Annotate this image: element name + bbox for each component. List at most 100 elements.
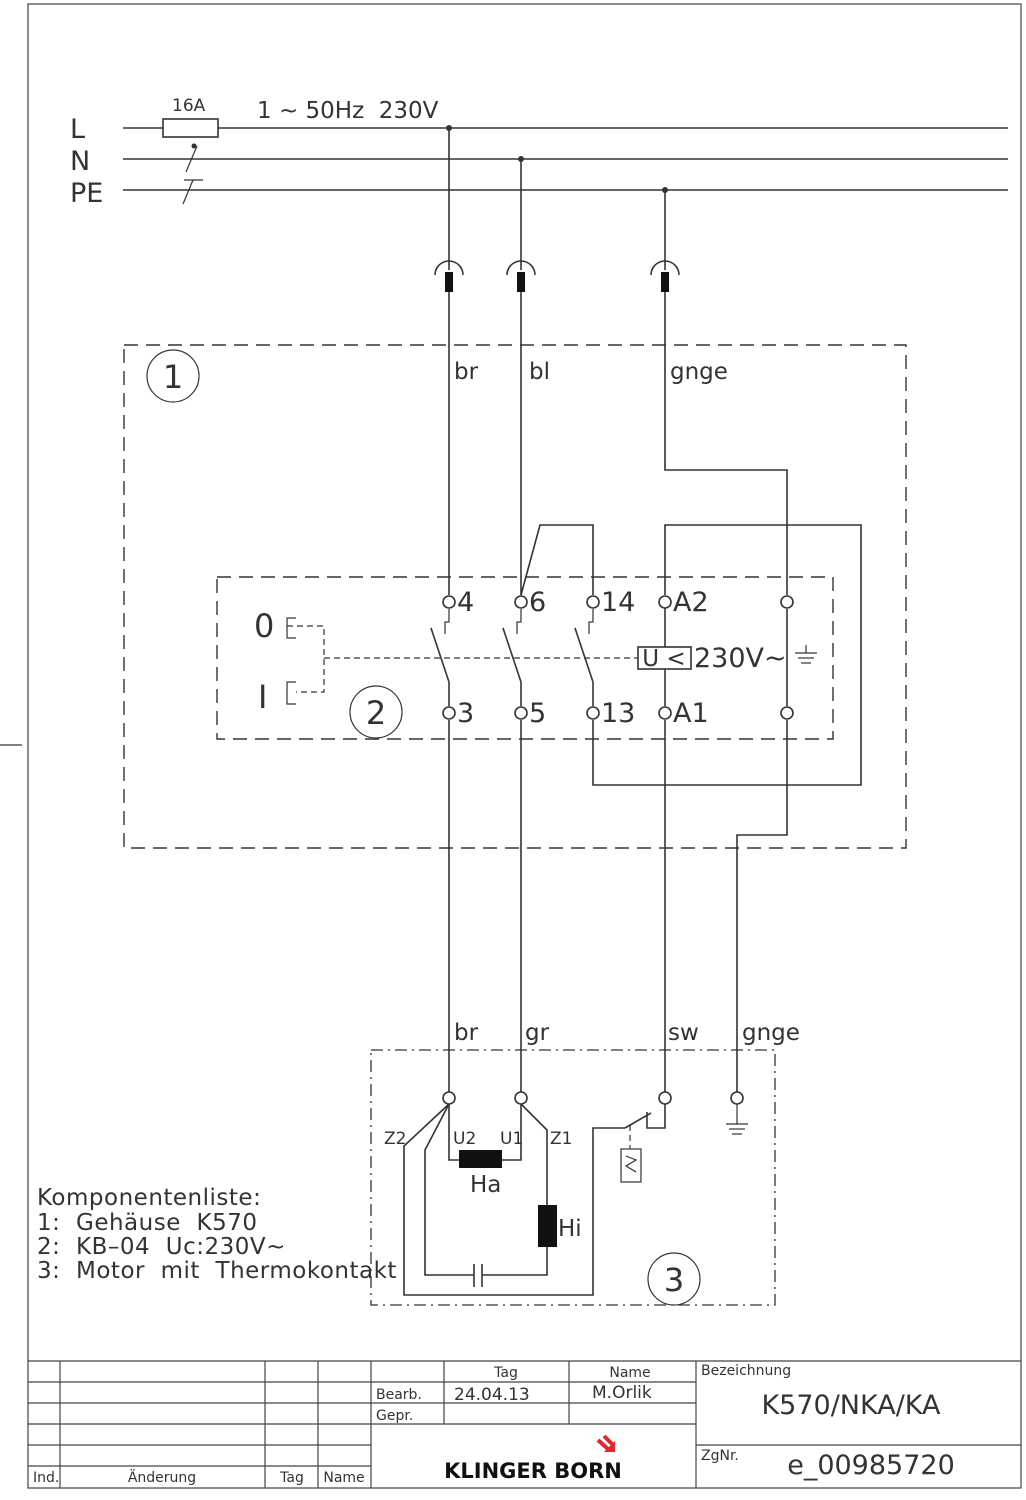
housing-wire-label: bl: [529, 359, 550, 385]
housing-wire-label: gnge: [670, 359, 728, 385]
terminal-label: 5: [529, 698, 546, 729]
disconnect-mark-n: [185, 145, 198, 173]
terminal-label: A1: [673, 698, 709, 729]
bearb-label: Bearb.: [376, 1387, 422, 1403]
terminal-label: 4: [457, 587, 474, 618]
bezeichnung-value: K570/NKA/KA: [761, 1390, 941, 1421]
relay-voltage: 230V~: [694, 643, 787, 674]
terminal: [658, 706, 672, 720]
zgnr-value: e_00985720: [787, 1450, 955, 1481]
component-list: Komponentenliste: 1: Gehäuse K570 2: KB–…: [37, 1185, 397, 1284]
title-block: Tag Name Bearb. Gepr. 24.04.13 M.Orlik B…: [28, 1360, 1021, 1488]
component-item: 2: KB–04 Uc:230V~: [37, 1234, 286, 1260]
switch-linkage: [287, 625, 325, 693]
motor-wire-label: br: [454, 1020, 479, 1046]
component-item: 1: Gehäuse K570: [37, 1210, 257, 1236]
housing-wire-label: br: [454, 359, 479, 385]
terminal: [730, 1091, 744, 1105]
zgnr-label: ZgNr.: [701, 1448, 739, 1464]
winding-label: Z1: [550, 1129, 572, 1149]
switch-position-on: I: [258, 678, 267, 716]
switch-number: 2: [366, 694, 386, 732]
switch-number-circle: [349, 685, 403, 739]
line-label-n: N: [70, 146, 90, 177]
aux-winding-label: Hi: [558, 1216, 582, 1242]
component-item: 3: Motor mit Thermokontakt: [37, 1258, 397, 1284]
terminal-label: 3: [457, 698, 474, 729]
plug-icon: [650, 260, 680, 276]
main-winding: [459, 1150, 502, 1168]
ground-icon: [726, 1104, 748, 1135]
terminal: [514, 706, 528, 720]
plug-connectors: [434, 128, 680, 292]
company-logo-icon: [596, 1434, 616, 1452]
relay-label: U <: [642, 646, 685, 672]
motor-number-circle: [647, 1252, 701, 1306]
housing-number-circle: [146, 349, 200, 403]
plug-icon: [434, 260, 464, 276]
winding-label: U1: [500, 1129, 523, 1149]
thermostat-icon: [624, 1155, 638, 1173]
terminal: [586, 706, 600, 720]
winding-label: Z2: [384, 1129, 406, 1149]
motor-number: 3: [664, 1261, 684, 1299]
component-list-heading: Komponentenliste:: [37, 1185, 261, 1211]
disconnect-dot: [191, 143, 197, 149]
terminal: [514, 595, 528, 609]
bezeichnung-label: Bezeichnung: [701, 1363, 791, 1379]
rev-col-name: Name: [323, 1470, 364, 1486]
rev-col-change: Änderung: [128, 1468, 196, 1486]
switch-box: 2 0 I 4 6 14 A2 3 5 13 A1 U <: [216, 576, 834, 740]
switch-actuator: [286, 617, 296, 639]
aux-winding: [538, 1205, 557, 1247]
terminal: [514, 1091, 528, 1105]
terminal-label: A2: [673, 587, 709, 618]
motor-wire-label: gr: [525, 1020, 550, 1046]
drawing-frame: [27, 3, 1022, 1489]
ground-icon: [795, 645, 817, 664]
terminal: [658, 1091, 672, 1105]
motor-wire-label: sw: [668, 1020, 699, 1046]
col-header-tag: Tag: [493, 1365, 518, 1381]
terminal-label: 14: [601, 587, 635, 618]
thermostat-icon: [620, 1148, 642, 1183]
terminal: [780, 595, 794, 609]
company-name: KLINGER BORN: [444, 1459, 622, 1483]
terminal-label: 13: [601, 698, 635, 729]
rev-col-tag: Tag: [279, 1470, 304, 1486]
terminal: [780, 706, 794, 720]
fuse-symbol: [162, 118, 219, 138]
housing-number: 1: [163, 358, 183, 396]
motor-box: br gr sw gnge 3 Ha Hi Z2 U2 U1 Z1: [370, 1020, 800, 1306]
motor-wire-label: gnge: [742, 1020, 800, 1046]
terminal: [442, 1091, 456, 1105]
supply-spec: 1 ~ 50Hz 230V: [257, 98, 439, 124]
switch-actuator: [286, 681, 296, 705]
terminal: [586, 595, 600, 609]
contact-arm: [574, 627, 594, 683]
internal-wiring: [448, 292, 862, 1092]
fuse-rating: 16A: [172, 96, 206, 116]
contact-arm: [502, 627, 522, 683]
terminal: [442, 706, 456, 720]
terminal: [442, 595, 456, 609]
gepr-label: Gepr.: [376, 1408, 413, 1424]
housing-box: 1 br bl gnge: [123, 344, 907, 849]
undervoltage-relay: [637, 646, 692, 670]
rev-col-ind: Ind.: [33, 1470, 59, 1486]
drawing-date: 24.04.13: [454, 1385, 530, 1405]
disconnect-mark-pe: [182, 179, 194, 205]
drawing-author: M.Orlik: [592, 1383, 652, 1403]
terminal-label: 6: [529, 587, 546, 618]
line-label-l: L: [70, 114, 85, 145]
main-winding-label: Ha: [470, 1172, 501, 1198]
line-label-pe: PE: [70, 178, 103, 209]
terminal: [658, 595, 672, 609]
contact-arm: [430, 627, 450, 683]
winding-label: U2: [453, 1129, 476, 1149]
col-header-name: Name: [609, 1365, 650, 1381]
switch-position-off: 0: [254, 607, 274, 645]
supply-lines: L N PE 16A 1 ~ 50Hz 230V: [70, 96, 1008, 209]
plug-icon: [506, 260, 536, 276]
